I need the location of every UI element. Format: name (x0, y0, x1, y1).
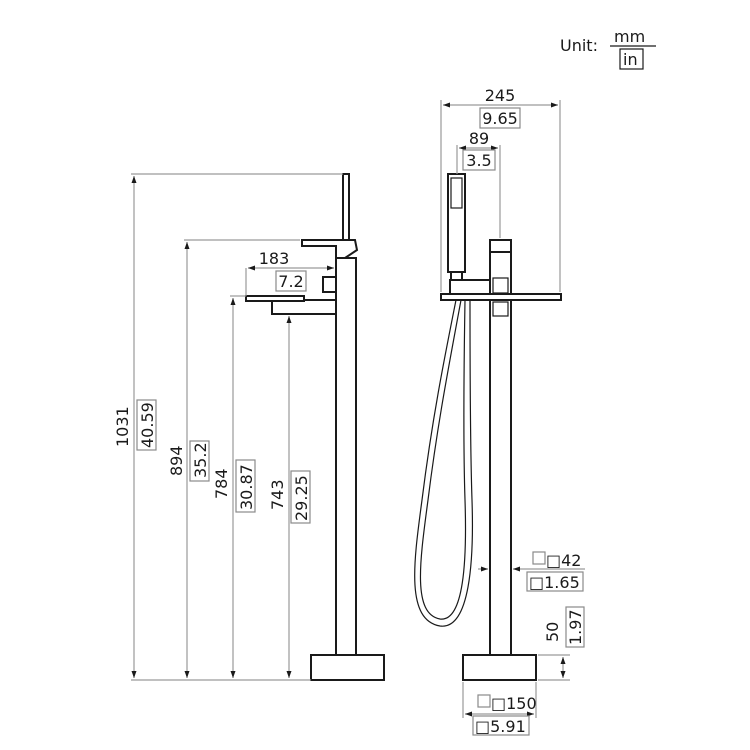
handshower-offset-mm: 89 (469, 129, 489, 148)
base-height-mm: 50 (543, 622, 562, 642)
handshower-side (342, 173, 350, 243)
front-view (414, 173, 562, 681)
spout-top-in: 30.87 (237, 464, 256, 510)
handle-height-mm: 894 (167, 445, 186, 476)
side-view (245, 173, 385, 681)
overall-height-mm: 1031 (113, 406, 132, 447)
unit-primary: mm (614, 27, 645, 46)
unit-secondary: in (623, 50, 638, 69)
handle-height-in: 35.2 (191, 442, 210, 478)
base-size-in: □5.91 (475, 717, 526, 736)
handshower-holder (449, 279, 491, 295)
base-height-in: 1.97 (566, 609, 585, 645)
spout-blade (245, 295, 305, 302)
column-size-in: □1.65 (529, 573, 580, 592)
reach-in: 7.2 (278, 272, 303, 291)
diverter-knob (322, 276, 337, 293)
handshower-offset-in: 3.5 (466, 151, 491, 170)
shower-hose (414, 299, 474, 627)
overall-width-mm: 245 (485, 86, 516, 105)
base-size-mm: □150 (491, 694, 537, 713)
column-size-mm: □42 (546, 551, 581, 570)
unit-label: Unit: (560, 36, 598, 55)
front-dimensions: 245 9.65 89 3.5 □42 □1.65 50 1.97 □150 (440, 86, 585, 736)
reach-mm: 183 (259, 249, 290, 268)
column-front (489, 299, 512, 656)
spout-outlet-mm: 743 (268, 479, 287, 510)
spout-top-mm: 784 (212, 468, 231, 499)
overall-height-in: 40.59 (138, 402, 157, 448)
unit-legend: Unit: mm in (560, 27, 656, 70)
base-front (462, 654, 537, 681)
overall-width-in: 9.65 (482, 109, 518, 128)
spout-outlet-in: 29.25 (292, 475, 311, 521)
base-side (310, 654, 385, 681)
lever-handle (301, 239, 359, 259)
column-side (335, 257, 357, 657)
side-dimensions: 183 7.2 1031 40.59 894 35.2 784 30.87 74… (113, 173, 343, 681)
